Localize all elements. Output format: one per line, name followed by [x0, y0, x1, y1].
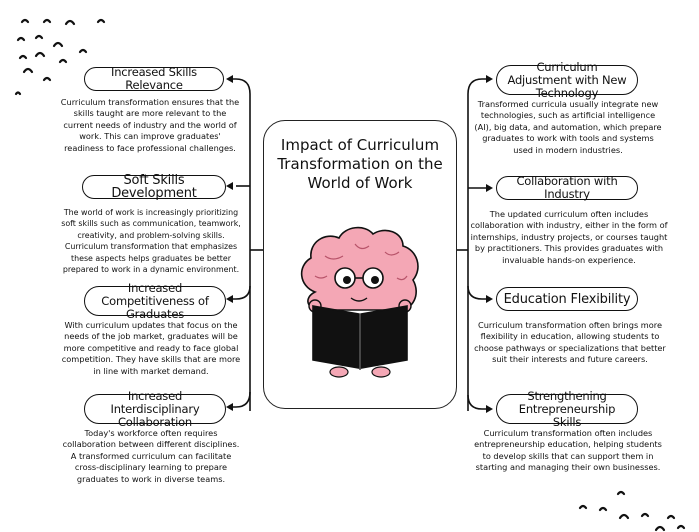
left-topic-2-pill: Soft Skills Development [82, 173, 226, 201]
right-topic-1-title: Curriculum Adjustment with New Technolog… [507, 59, 627, 100]
left-topic-1-pill: Increased Skills Relevance [84, 65, 224, 92]
right-topic-4-description: Curriculum transformation often includes… [474, 428, 662, 473]
right-topic-2-description: The updated curriculum often includes co… [470, 209, 668, 265]
left-topic-1-title: Increased Skills Relevance [111, 65, 197, 92]
right-topic-3-pill: Education Flexibility [496, 287, 638, 311]
right-topic-4-title: Strengthening Entrepreneurship Skills [518, 388, 616, 429]
left-topic-1-description: Curriculum transformation ensures that t… [60, 97, 240, 153]
right-topic-3-description: Curriculum transformation often brings m… [474, 320, 666, 365]
right-topic-1-pill: Curriculum Adjustment with New Technolog… [496, 60, 638, 99]
right-topic-4-pill: Strengthening Entrepreneurship Skills [496, 389, 638, 428]
left-topic-4-description: Today's workforce often requires collabo… [62, 428, 240, 484]
right-topic-3-title: Education Flexibility [503, 291, 631, 307]
left-topic-4-pill: Increased Interdisciplinary Collaboratio… [84, 389, 226, 428]
right-topic-2-title: Collaboration with Industry [516, 174, 618, 201]
left-topic-3-pill: Increased Competitiveness of Graduates [84, 281, 226, 320]
right-topic-1-description: Transformed curricula usually integrate … [474, 99, 662, 155]
decorative-arcs-icon [578, 490, 686, 532]
left-topic-2-title: Soft Skills Development [111, 173, 197, 201]
brain-reading-book-icon [300, 226, 419, 378]
decorative-arcs-icon [14, 18, 106, 96]
central-topic-title: Impact of Curriculum Transformation on t… [277, 136, 443, 192]
left-topic-3-title: Increased Competitiveness of Graduates [101, 280, 209, 321]
left-topic-4-title: Increased Interdisciplinary Collaboratio… [110, 388, 200, 429]
left-topic-2-description: The world of work is increasingly priori… [61, 208, 241, 275]
left-topic-3-description: With curriculum updates that focus on th… [61, 320, 241, 376]
right-topic-2-pill: Collaboration with Industry [496, 174, 638, 201]
